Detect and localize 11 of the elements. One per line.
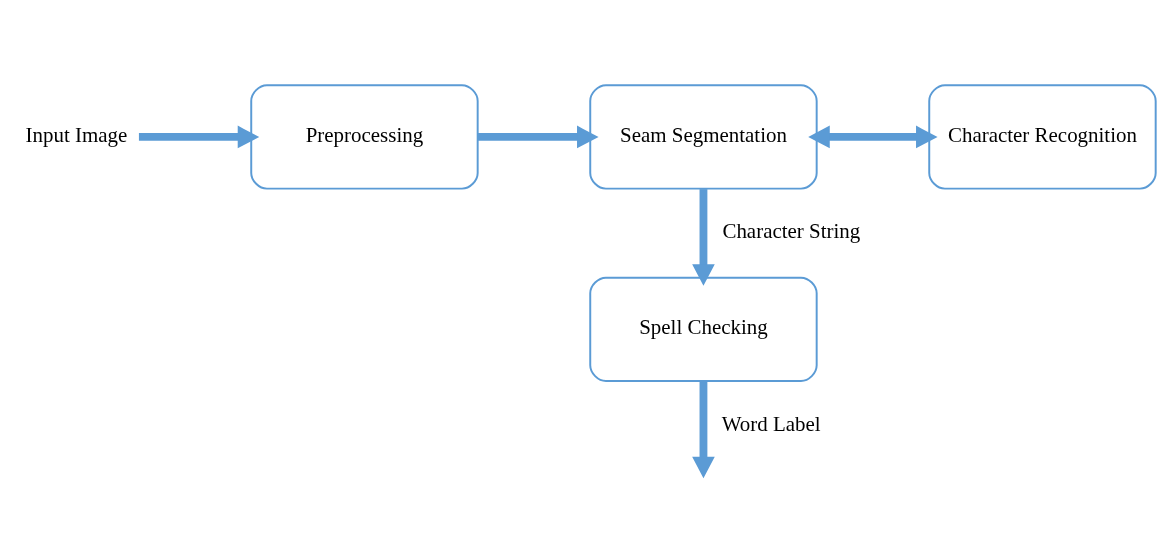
arrow xyxy=(477,125,599,149)
node-box: Character Recognition xyxy=(928,84,1157,190)
node-box: Preprocessing xyxy=(250,84,479,190)
node-box: Spell Checking xyxy=(589,276,818,383)
node-text: Input Image xyxy=(25,122,128,147)
arrow xyxy=(692,381,715,479)
arrow xyxy=(138,125,260,149)
edge-label: Word Label xyxy=(721,411,821,436)
edge-label: Character String xyxy=(722,219,861,244)
arrow xyxy=(808,125,938,149)
node-box: Seam Segmentation xyxy=(589,84,818,190)
